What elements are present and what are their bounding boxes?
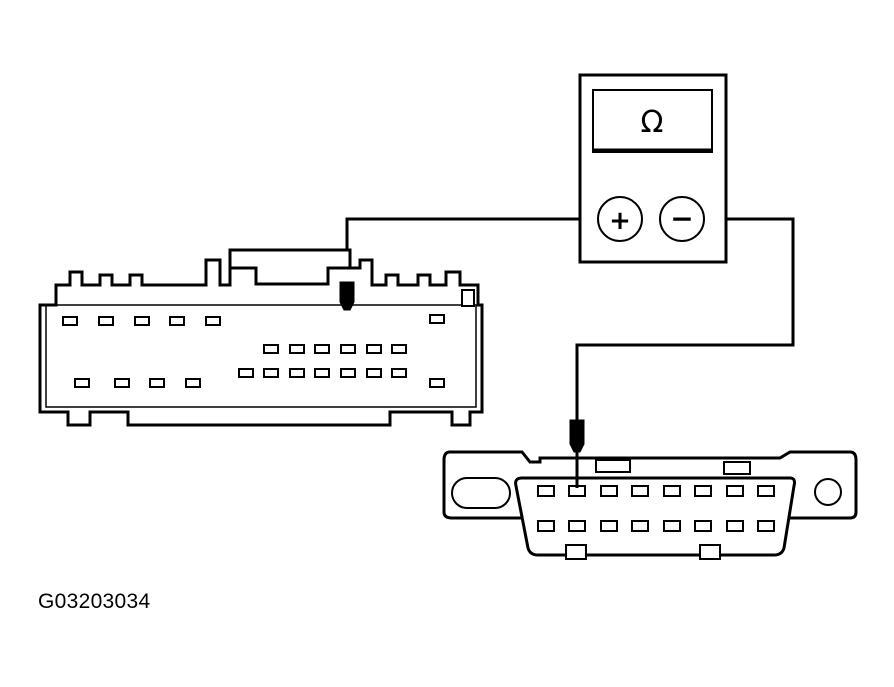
positive-terminal-symbol: +	[609, 206, 631, 236]
connector-pin	[114, 378, 130, 388]
dlc-pin	[537, 485, 555, 497]
connector-pin	[429, 314, 445, 324]
connector-body	[38, 258, 484, 427]
dlc-tab	[595, 459, 631, 473]
dlc-pin	[663, 485, 681, 497]
connector-pin	[289, 344, 305, 354]
connector-pin	[263, 344, 279, 354]
dlc-pin	[600, 485, 618, 497]
dlc-pin	[726, 485, 744, 497]
connector-pin	[98, 316, 114, 326]
connector-pin	[314, 368, 330, 378]
dlc-pin	[600, 520, 618, 532]
connector-pin	[289, 368, 305, 378]
dlc-pin	[726, 520, 744, 532]
connector-pin	[391, 368, 407, 378]
positive-terminal	[597, 196, 643, 242]
connector-pin	[366, 344, 382, 354]
dlc-pin	[537, 520, 555, 532]
dlc-pin	[631, 485, 649, 497]
dlc-key	[565, 544, 587, 560]
dlc-pin	[757, 485, 775, 497]
connector-pin	[205, 316, 221, 326]
connector-latch	[228, 248, 352, 268]
figure-id-caption: G03203034	[38, 590, 151, 613]
harness-connector	[38, 248, 484, 427]
ohmmeter: Ω + −	[578, 73, 728, 264]
negative-probe-tip	[569, 419, 585, 453]
connector-pin	[263, 368, 279, 378]
dlc-key	[699, 544, 721, 560]
positive-lead	[345, 217, 598, 266]
dlc-pin	[757, 520, 775, 532]
connector-pin	[149, 378, 165, 388]
meter-ohm-symbol: Ω	[641, 105, 664, 140]
dlc-pin	[694, 485, 712, 497]
meter-display	[592, 89, 713, 153]
connector-pin	[429, 378, 445, 388]
negative-terminal	[659, 196, 705, 242]
dlc-tab	[723, 461, 751, 475]
connector-pin	[62, 316, 78, 326]
dlc-right-hole	[814, 478, 842, 506]
positive-probe-tip	[339, 281, 355, 311]
data-link-connector	[442, 450, 858, 560]
negative-lead	[575, 217, 795, 420]
dlc-pin	[663, 520, 681, 532]
connector-pin-probed	[340, 344, 356, 354]
connector-right-ear	[461, 289, 475, 307]
dlc-socket	[514, 476, 796, 557]
connector-pin	[391, 344, 407, 354]
connector-pin	[134, 316, 150, 326]
connector-pin	[238, 368, 254, 378]
dlc-pin	[694, 520, 712, 532]
dlc-pin	[568, 520, 586, 532]
dlc-left-slot	[451, 477, 511, 509]
connector-pin	[314, 344, 330, 354]
negative-terminal-symbol: −	[670, 202, 693, 235]
connector-inner-lip	[45, 304, 477, 408]
dlc-pin	[631, 520, 649, 532]
connector-pin	[340, 368, 356, 378]
connector-pin	[169, 316, 185, 326]
connector-pin	[366, 368, 382, 378]
connector-pin	[74, 378, 90, 388]
connector-pin	[185, 378, 201, 388]
